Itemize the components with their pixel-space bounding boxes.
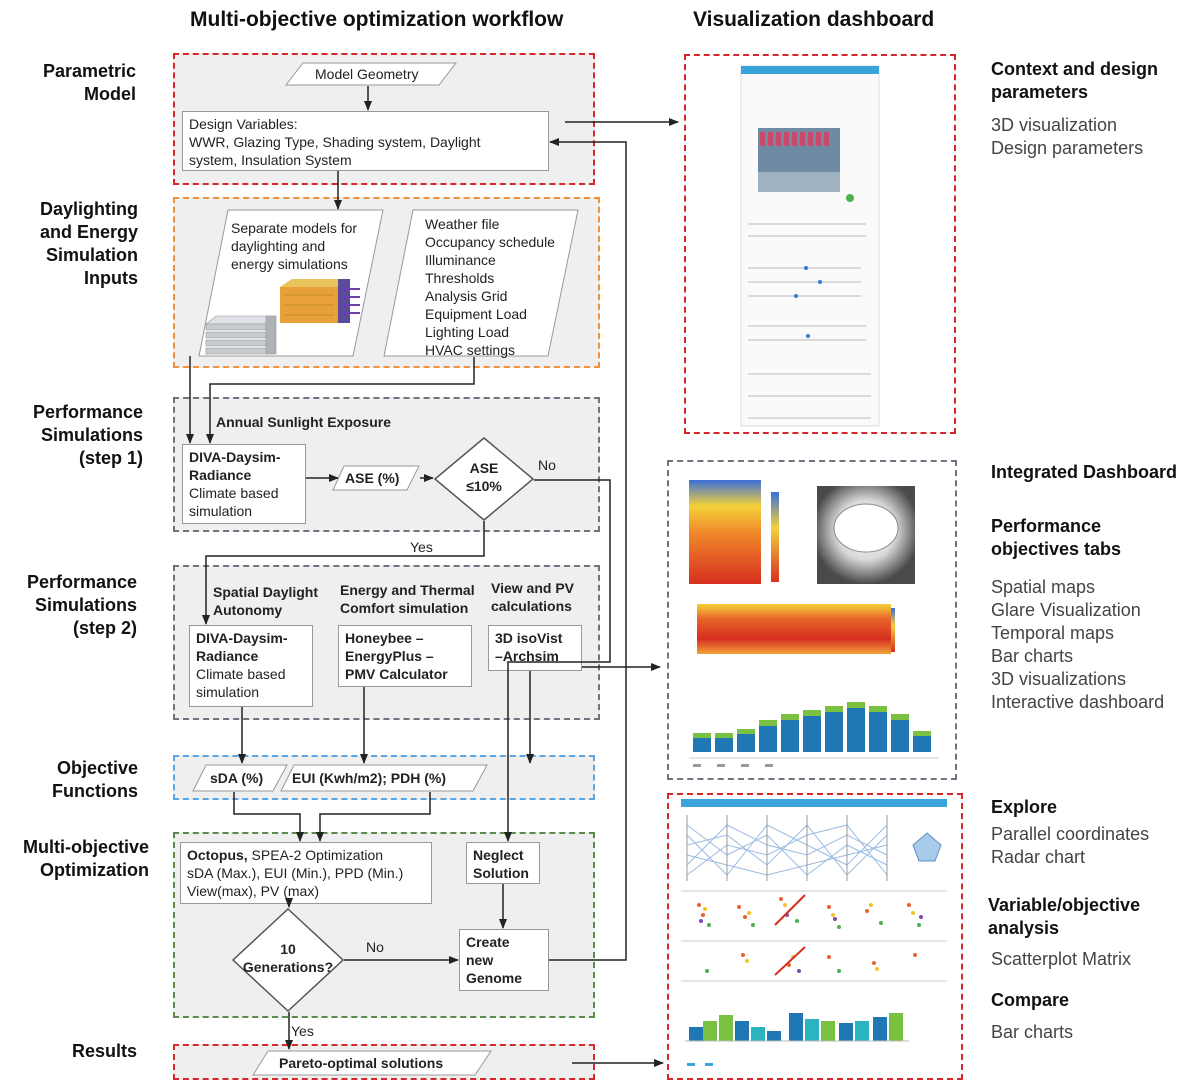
parallelogram-shape: [252, 1050, 492, 1076]
ase-no-label: No: [538, 457, 556, 473]
ase-decision-diamond: ASE ≤10%: [434, 437, 534, 521]
integrated-dashboard-title: Integrated Dashboard: [991, 462, 1178, 482]
diamond-shape: [232, 908, 344, 1012]
diva-step2-box: DIVA-Daysim- Radiance Climate based simu…: [189, 625, 313, 707]
parallelogram-shape: [280, 764, 488, 792]
parallelogram-shape: [192, 764, 288, 792]
design-parameters-screenshot: [740, 65, 880, 427]
parallelogram-shape: [383, 209, 579, 357]
context-dashboard-panel: [684, 54, 956, 434]
separate-models-node: Separate models for daylighting and ener…: [198, 209, 384, 357]
pareto-solutions-node: Pareto-optimal solutions: [252, 1050, 492, 1076]
context-description: Context and design parameters 3D visuali…: [991, 59, 1159, 158]
generations-yes-label: Yes: [291, 1023, 314, 1039]
varobj-description: Variable/objective analysis Scatterplot …: [988, 895, 1141, 969]
integrated-dashboard-screenshot: [689, 480, 939, 767]
diva-step1-box: DIVA-Daysim- Radiance Climate based simu…: [182, 444, 306, 524]
stage-results: Results: [71, 1041, 137, 1061]
isovist-box: 3D isoVist –Archsim: [488, 625, 582, 671]
integrated-dashboard-panel: [667, 460, 957, 780]
annual-sunlight-title: Annual Sunlight Exposure: [216, 414, 392, 430]
compare-description: Compare Bar charts: [991, 990, 1074, 1042]
octopus-box: Octopus, SPEA-2 Optimization sDA (Max.),…: [180, 842, 432, 904]
generations-no-label: No: [366, 939, 384, 955]
design-variables-box: Design Variables: WWR, Glazing Type, Sha…: [182, 111, 549, 171]
dashboard-heading: Visualization dashboard: [693, 8, 935, 31]
input-parameters-node: Weather file Occupancy schedule Illumina…: [383, 209, 579, 358]
ase-node: ASE (%): [332, 465, 420, 491]
building-models-illustration: [205, 279, 360, 355]
neglect-solution-box: Neglect Solution: [466, 842, 540, 884]
generations-decision-diamond: 10 Generations?: [232, 908, 344, 1012]
model-geometry-node: Model Geometry: [285, 62, 457, 86]
create-genome-box: Create new Genome: [459, 929, 549, 991]
ase-yes-label: Yes: [410, 539, 433, 555]
explore-dashboard-panel: [667, 793, 963, 1080]
workflow-heading: Multi-objective optimization workflow: [190, 8, 564, 31]
compare-bar-chart: [685, 1013, 909, 1042]
explore-dashboard-screenshot: [681, 799, 947, 1066]
sda-objective-node: sDA (%): [192, 764, 288, 792]
honeybee-box: Honeybee – EnergyPlus – PMV Calculator: [338, 625, 472, 687]
integrated-bar-chart: [693, 702, 931, 752]
parallelogram-shape: [332, 465, 420, 491]
scatterplot-matrix: [697, 894, 923, 976]
performance-description: Performance objectives tabs Spatial maps…: [991, 516, 1165, 712]
eui-objective-node: EUI (Kwh/m2); PDH (%): [280, 764, 488, 792]
parallelogram-shape: [285, 62, 457, 86]
explore-description: Explore Parallel coordinates Radar chart: [991, 797, 1150, 867]
